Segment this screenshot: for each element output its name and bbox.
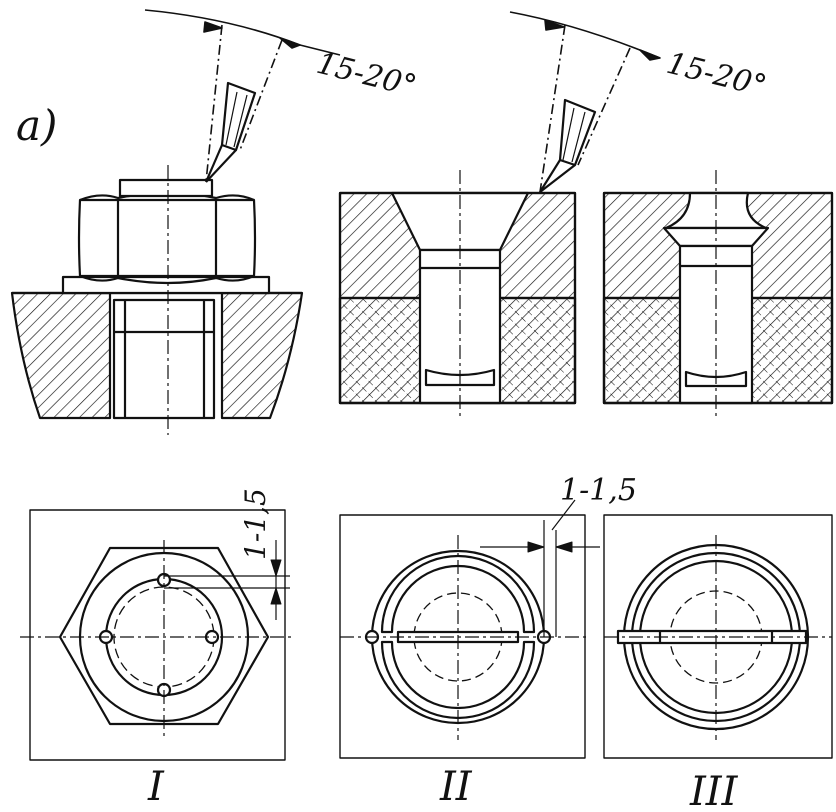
angle-label-1: 15-20° — [313, 46, 420, 105]
chisel-1 — [204, 81, 257, 183]
view-III-plan — [603, 514, 833, 759]
view-label-III: III — [689, 769, 739, 812]
chisel-2 — [539, 98, 597, 193]
rivet-section-view — [602, 191, 834, 405]
angle-dimension-2 — [509, 11, 661, 193]
countersunk-section-view — [338, 191, 577, 405]
nut-section-view — [10, 178, 304, 420]
angle-dimension-1 — [144, 9, 341, 183]
view-I-plan — [20, 509, 295, 761]
dim-label-1: 1-1,5 — [239, 488, 272, 560]
view-label-II: II — [439, 764, 473, 810]
angle-label-2: 15-20° — [663, 46, 770, 105]
figure-label: a) — [16, 101, 57, 150]
dim-label-2: 1-1,5 — [560, 473, 637, 508]
view-II-plan — [339, 499, 600, 759]
view-label-I: I — [147, 764, 165, 810]
